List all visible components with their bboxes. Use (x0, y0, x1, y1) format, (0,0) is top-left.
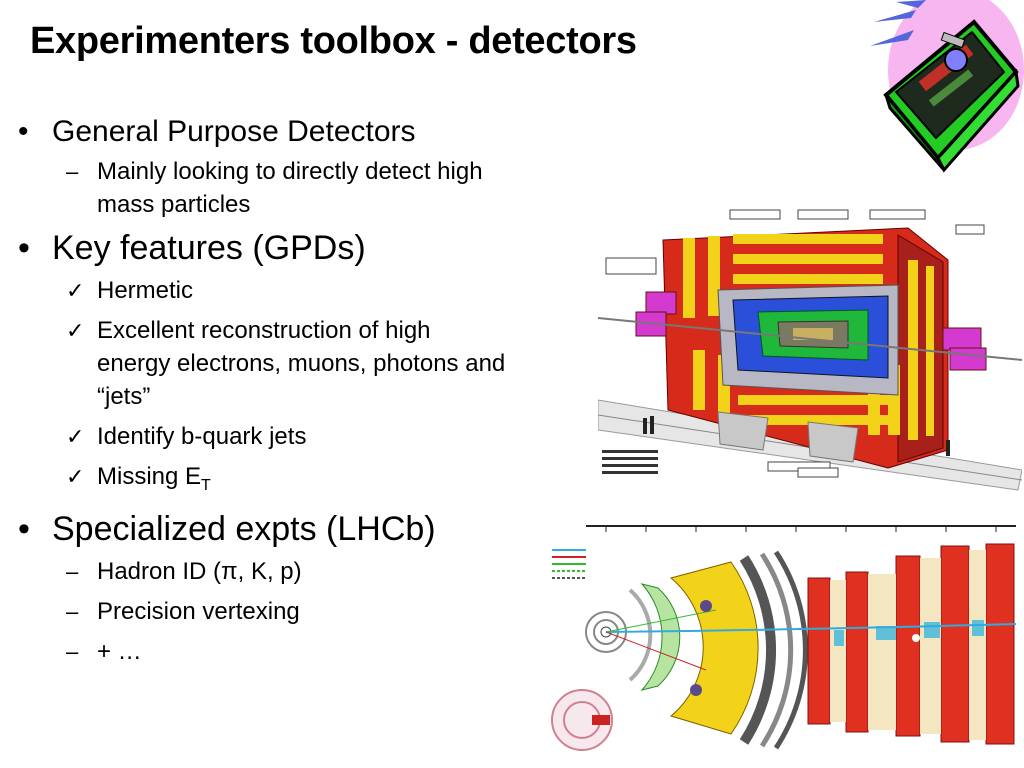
sub-bullet: – Hadron ID (π, K, p) (18, 555, 578, 588)
sub-bullet-text: Hadron ID (π, K, p) (97, 558, 302, 585)
check-item-text: Excellent reconstruction of high energy … (97, 317, 506, 410)
bullet-specialized: • Specialized expts (LHCb) (18, 509, 578, 549)
sub-bullet-text: + … (97, 638, 142, 665)
check-item: ✓ Identify b-quark jets (18, 420, 578, 453)
bullet-key-features: • Key features (GPDs) (18, 228, 578, 268)
dash-marker: – (66, 559, 79, 584)
sub-bullet-text: Mainly looking to directly detect high m… (97, 158, 483, 218)
dash-marker: – (66, 639, 79, 664)
check-item-text: Missing E (97, 463, 202, 490)
bullet-list: • General Purpose Detectors – Mainly loo… (18, 115, 578, 675)
check-item: ✓ Missing ET (18, 460, 578, 502)
dash-marker: – (66, 599, 79, 624)
check-item: ✓ Excellent reconstruction of high energ… (18, 314, 578, 413)
toolbox-clipart-icon (870, 0, 1024, 173)
bullet-dot: • (18, 115, 29, 148)
check-item-text: Hermetic (97, 277, 194, 304)
dash-marker: – (66, 159, 79, 184)
check-item-text: Identify b-quark jets (97, 423, 307, 450)
bullet-dot: • (18, 510, 30, 548)
sub-bullet: – Precision vertexing (18, 595, 578, 628)
slide-title: Experimenters toolbox - detectors (30, 20, 637, 62)
detector-cross-section-illustration (546, 520, 1022, 765)
sub-bullet: – Mainly looking to directly detect high… (18, 155, 578, 221)
sub-bullet-text: Precision vertexing (97, 598, 300, 625)
check-icon: ✓ (66, 278, 85, 303)
bullet-text: Specialized expts (LHCb) (52, 510, 436, 548)
bullet-general-purpose: • General Purpose Detectors (18, 115, 578, 149)
bullet-text: Key features (GPDs) (52, 229, 366, 267)
check-item: ✓ Hermetic (18, 274, 578, 307)
bullet-dot: • (18, 229, 30, 267)
cms-detector-illustration (598, 200, 1022, 500)
check-icon: ✓ (66, 318, 85, 343)
bullet-text: General Purpose Detectors (52, 115, 416, 148)
subscript-t: T (201, 477, 211, 494)
check-icon: ✓ (66, 464, 85, 489)
check-icon: ✓ (66, 424, 85, 449)
sub-bullet: – + … (18, 635, 578, 668)
